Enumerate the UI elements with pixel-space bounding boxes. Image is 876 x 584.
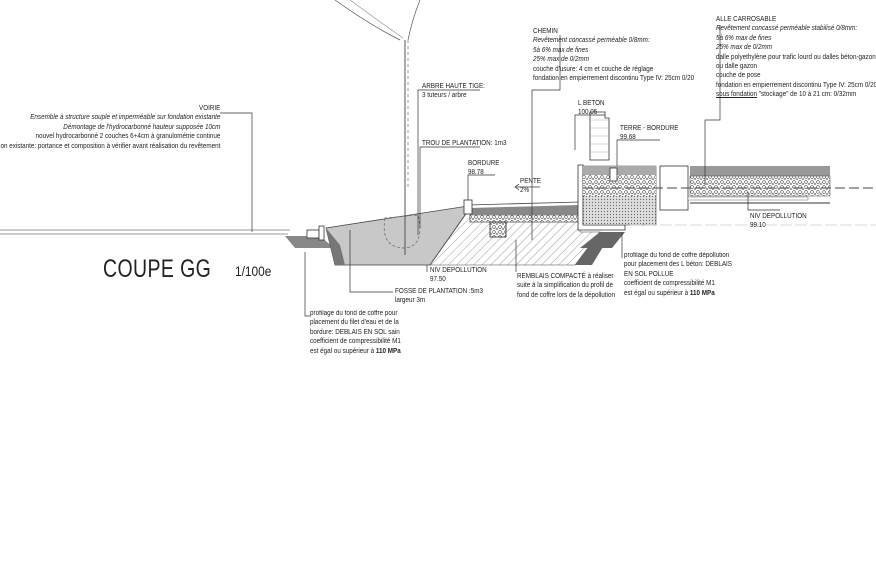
terre-bordure-label: TERRE - BORDURE 99.68 [620,124,678,143]
profil-left-value: 110 MPa [375,347,401,355]
alle-heading: ALLE CARROSABLE [716,16,777,23]
profil-left-line: placement du filet d'eau et de la [310,319,399,327]
alle-rest: "stockage" de 10 à 21 cm: 0/32mm [756,91,857,99]
ground-left [0,225,334,248]
niv-depollution-right: NIV DEPOLLUTION 99.10 [750,212,807,231]
alle-line: sous fondation "stockage" de 10 à 21 cm:… [716,90,876,99]
terre-bordure-value: 99.68 [620,134,636,142]
path-surface-layer [470,205,580,215]
chemin-line: 5à 6% max de fines [533,46,589,54]
voirie-line: fondation existante: portance et composi… [0,142,220,150]
alle-note: ALLE CARROSABLE Revêtement concassé perm… [716,15,876,100]
chemin-line: fondation en empierrement discontinu Typ… [533,75,695,83]
terre-bordure-name: TERRE - BORDURE [620,125,679,132]
section-title: COUPE GG [103,255,212,283]
alle-line: dalle polyethylène pour trafic lourd ou … [716,53,876,61]
profil-left-line: bordure: DEBLAIS EN SOL sain [310,328,400,336]
l-beton-name: L BETON [578,100,605,107]
profilage-right-note: profilage du fond de coffre dépollution … [624,251,732,298]
voirie-line: Ensemble à structure souple et imperméab… [29,114,220,122]
profilage-left-note: profilage du fond de coffre pour placeme… [310,309,401,356]
pente-value: 2% [520,187,530,195]
alle-line: 25% max de 0/2mm [716,44,773,52]
alle-line: fondation en empierrement discontinu Typ… [716,81,876,89]
l-beton-value: 100.05 [578,109,598,117]
profil-right-value: 110 MPa [689,289,715,297]
arbre-heading: ARBRE HAUTE TIGE: [422,83,485,90]
arbre-note: ARBRE HAUTE TIGE: 3 tuteurs / arbre [422,82,485,101]
fosse-width: largeur 3m [395,297,426,305]
pente-name: PENTE [520,178,542,185]
bordure-value: 98.78 [468,169,484,177]
trou-label: TROU DE PLANTATION: 1m3 [422,139,506,148]
niv-mid-name: NIV DEPOLLUTION [430,267,487,274]
remblais-line: REMBLAIS COMPACTÉ à réaliser [517,273,614,280]
chemin-heading: CHEMIN [533,28,558,35]
voirie-heading: VOIRIE [198,105,220,112]
niv-depollution-mid: NIV DEPOLLUTION 97.50 [430,266,487,285]
niv-right-name: NIV DEPOLLUTION [750,213,807,220]
remblais-line: suite à la simplification du profil de [517,282,613,290]
profil-left-line: est égal ou supérieur à 110 MPa [310,347,401,356]
profil-right-line: EN SOL POLLUE [624,270,674,278]
remblais-line: fond de coffre lors de la dépollution [517,291,615,299]
path-gravel-layer [469,214,581,223]
fosse-label: FOSSE DE PLANTATION :5m3 largeur 3m [395,287,483,306]
alle-line: couche de pose [716,72,761,80]
bordure-label: BORDURE 98.78 [468,159,500,178]
chemin-line: Revêtement concassé perméable 0/8mm: [533,37,650,45]
chemin-line: couche d'usure: 4 cm et couche de réglag… [533,65,654,73]
trou-text: TROU DE PLANTATION: 1m3 [422,140,507,147]
bordure-curb [463,199,473,215]
bordure-name: BORDURE [468,160,500,167]
drain [489,221,507,238]
fosse-name: FOSSE DE PLANTATION :5m3 [395,288,483,295]
profil-left-line: profilage du fond de coffre pour [310,310,398,317]
remblais-note: REMBLAIS COMPACTÉ à réaliser suite à la … [517,272,615,300]
arbre-line: 3 tuteurs / arbre [422,92,467,100]
profil-left-text: est égal ou supérieur à [310,347,376,355]
niv-right-value: 99.10 [750,222,766,230]
profil-right-line: coefficient de compressibilité M1 [624,280,715,288]
voirie-note: VOIRIE Ensemble à structure souple et im… [0,104,220,151]
chemin-line: 25% max de 0/2mm [533,56,590,64]
niv-mid-value: 97.50 [430,276,446,284]
profil-left-line: coefficient de compressibilité M1 [310,338,401,346]
voirie-line: Démontage de l'hydrocarbonné hauteur sup… [62,123,220,131]
leader-lines [220,25,876,317]
alle-line: 5à 6% max de fines [716,34,772,42]
section-scale: 1/100e [235,263,272,279]
alle-underlined: sous fondation [716,91,757,99]
pente-label: PENTE 2% [520,177,541,196]
profil-right-line: profilage du fond de coffre dépollution [624,252,730,259]
alle-line: ou dalle gazon [716,63,757,71]
profil-right-text: est égal ou supérieur à [624,289,690,297]
tree-trunk [334,0,421,255]
chemin-note: CHEMIN Revêtement concassé perméable 0/8… [533,27,694,83]
profil-right-line: est égal ou supérieur à 110 MPa [624,289,732,298]
voirie-line: nouvel hydrocarbonné 2 couches 6+4cm à g… [35,133,220,141]
driveway-section [582,165,876,226]
profil-right-line: pour placement des L béton: DEBLAIS [624,261,732,269]
l-beton-label: L BETON 100.05 [578,99,605,118]
alle-line: Revêtement concassé perméable stabilisé … [716,25,858,33]
